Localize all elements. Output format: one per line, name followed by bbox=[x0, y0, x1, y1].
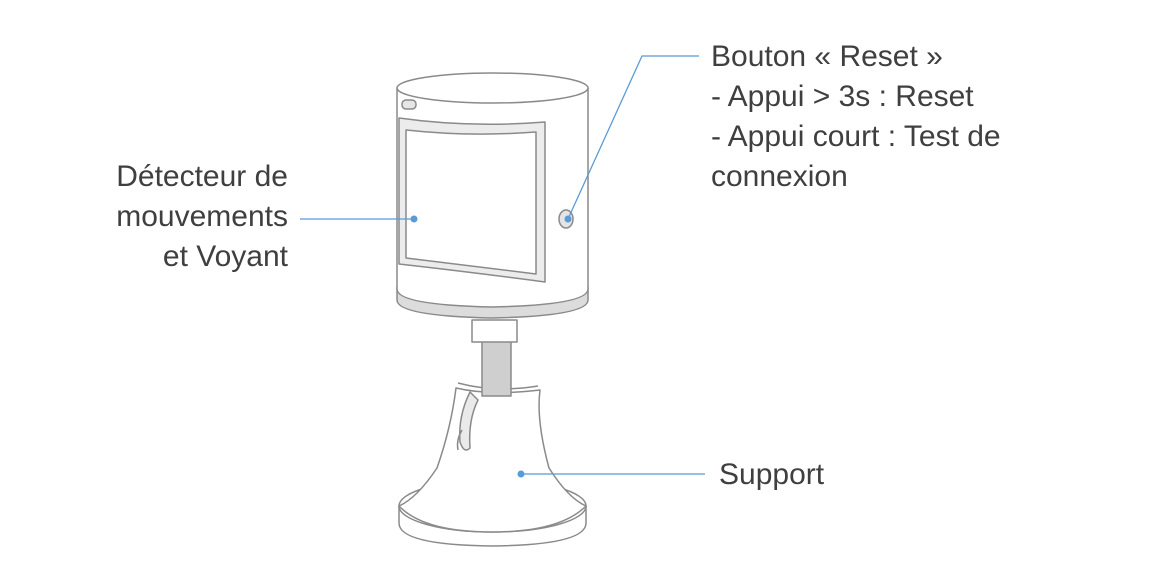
reset-button-label-line: Bouton « Reset » bbox=[711, 40, 943, 73]
motion-detector-label: Détecteur de mouvements et Voyant bbox=[116, 157, 288, 277]
support-label-line: Support bbox=[719, 458, 825, 491]
support-label: Support bbox=[719, 455, 824, 495]
motion-detector-label-line: Détecteur de bbox=[116, 160, 288, 193]
reset-button-label-line: - Appui court : Test de bbox=[711, 120, 1001, 153]
support-stand bbox=[398, 382, 587, 547]
motion-detector-label-line: mouvements bbox=[116, 200, 288, 233]
motion-detector-label-line: et Voyant bbox=[162, 240, 288, 273]
support-anchor-dot bbox=[517, 470, 525, 478]
detector-anchor-dot bbox=[410, 215, 418, 223]
reset-button-label-line: - Appui > 3s : Reset bbox=[711, 80, 974, 113]
reset-anchor-dot bbox=[564, 215, 572, 223]
stem bbox=[471, 319, 518, 397]
reset-button-label-line: connexion bbox=[711, 160, 848, 193]
reset-button-label: Bouton « Reset » - Appui > 3s : Reset - … bbox=[711, 37, 1001, 197]
sensor-body bbox=[396, 72, 589, 319]
reset-leader-line bbox=[567, 55, 699, 220]
